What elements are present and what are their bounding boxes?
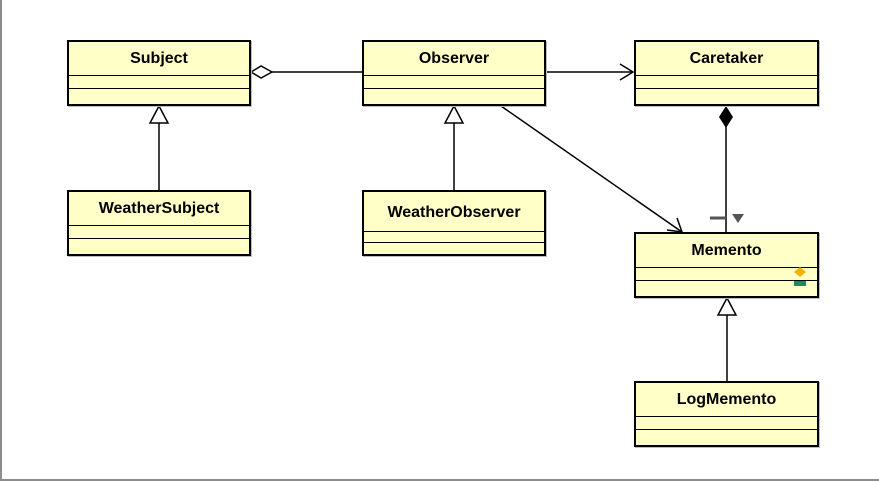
generalization-triangle-icon	[443, 104, 465, 124]
class-caretaker[interactable]: Caretaker	[634, 40, 819, 106]
operations-compartment	[636, 281, 817, 296]
class-memento[interactable]: Memento	[634, 232, 819, 298]
class-name: WeatherObserver	[364, 192, 544, 232]
operations-compartment	[364, 243, 544, 254]
operations-compartment	[69, 89, 249, 104]
class-logmemento[interactable]: LogMemento	[634, 381, 819, 447]
attributes-compartment	[364, 76, 544, 89]
operations-compartment	[636, 430, 817, 445]
generalization-triangle-icon	[148, 104, 170, 124]
class-name: Observer	[364, 42, 544, 76]
generalization-triangle-icon	[716, 296, 738, 316]
attributes-compartment	[69, 226, 249, 239]
attributes-compartment	[636, 76, 817, 89]
class-weathersubject[interactable]: WeatherSubject	[67, 190, 251, 256]
class-observer[interactable]: Observer	[362, 40, 546, 106]
attributes-compartment	[636, 417, 817, 430]
class-name: WeatherSubject	[69, 192, 249, 226]
aggregation-diamond-icon	[249, 65, 274, 79]
class-name: Subject	[69, 42, 249, 76]
open-arrow-icon	[619, 63, 635, 81]
composition-diamond-icon	[719, 106, 733, 128]
operations-compartment	[364, 89, 544, 104]
method-icon	[794, 281, 806, 286]
class-name: Caretaker	[636, 42, 817, 76]
attributes-compartment	[69, 76, 249, 89]
operations-compartment	[69, 239, 249, 254]
class-name: LogMemento	[636, 383, 817, 417]
protected-field-icon	[794, 267, 806, 277]
member-icons	[794, 267, 806, 286]
attributes-compartment	[636, 267, 817, 286]
triangle-marker-icon	[732, 214, 744, 223]
attributes-compartment	[364, 232, 544, 243]
class-weatherobserver[interactable]: WeatherObserver	[362, 190, 546, 256]
observer-memento-association[interactable]	[500, 105, 683, 233]
class-name: Memento	[636, 234, 817, 268]
operations-compartment	[636, 89, 817, 104]
class-subject[interactable]: Subject	[67, 40, 251, 106]
